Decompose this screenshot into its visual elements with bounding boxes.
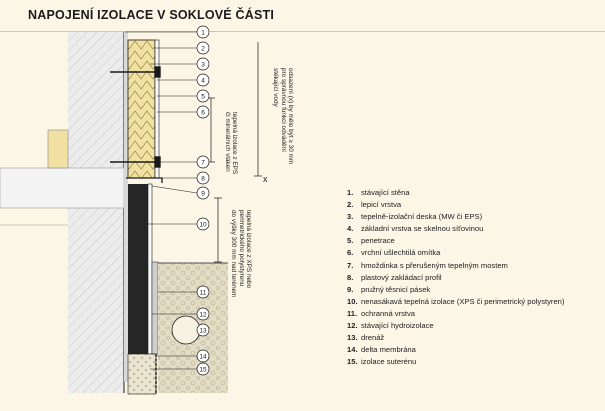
callout-circle [196,285,210,299]
legend-item: 2. lepicí vrstva [347,199,564,211]
legend-item: 3. tepelně-izolační deska (MW či EPS) [347,211,564,223]
callout-number: 2 [201,45,205,52]
callout-circle [196,362,210,376]
existing-wall [68,32,124,393]
legend-number: 14. [347,345,358,355]
callout-circle [196,57,210,71]
legend-item: 13.drenáž [347,332,564,344]
legend-number: 7. [347,260,354,270]
label-lower-insulation: tepelná izolace z XPS nebo perimetrickéh… [230,210,252,298]
callout-number: 7 [201,159,205,166]
legend-text: delta membrána [361,345,416,355]
title-divider [0,31,605,32]
diagram-title: NAPOJENÍ IZOLACE V SOKLOVÉ ČÁSTI [28,8,275,22]
legend-text: nenasákavá tepelná izolace (XPS či perim… [361,296,565,306]
legend-number: 12. [347,321,358,331]
callout-number: 13 [199,327,207,334]
callout-number: 6 [201,109,205,116]
legend-number: 2. [347,200,354,210]
callout-number: 10 [199,221,207,228]
callout-circle [196,307,210,321]
callout-circle [196,89,210,103]
window-sill [47,129,69,169]
callout-circle [196,323,210,337]
legend-text: tepelně-izolační deska (MW či EPS) [361,212,483,222]
legend-text: základní vrstva se skelnou síťovinou [361,224,484,234]
callout-circle [196,171,210,185]
callout-number: 15 [199,366,207,373]
adhesive-layer [124,32,128,382]
legend-item: 4. základní vrstva se skelnou síťovinou [347,223,564,235]
legend-item: 7. hmoždinka s přerušeným tepelným mostem [347,260,564,272]
protective-layer [151,261,159,355]
legend-text: stávající hydroizolace [361,321,434,331]
callout-number: 4 [201,77,205,84]
legend-text: stávající stěna [361,188,410,197]
callout-circle [196,105,210,119]
legend-number: 13. [347,333,358,343]
legend-item: 8. plastový zakládací profil [347,272,564,284]
basement-insulation [127,353,157,395]
legend-item: 6. vrchní ušlechtilá omítka [347,247,564,259]
legend-text: plastový zakládací profil [361,272,442,282]
callout-number: 8 [201,175,205,182]
legend-number: 10. [347,296,358,306]
drainage-pipe [171,315,201,345]
lower-xps-insulation [128,184,148,354]
callout-number: 1 [201,29,205,36]
legend-item: 11.ochranná vrstva [347,308,564,320]
legend-text: penetrace [361,236,395,246]
legend-number: 9. [347,284,354,294]
legend-number: 15. [347,357,358,367]
dim-overlap [254,42,262,177]
starter-profile [126,177,163,183]
legend-text: pružný těsnicí pásek [361,284,431,294]
dim-lower [214,197,222,263]
callout-circle [196,25,210,39]
upper-insulation [127,39,156,179]
callout-number: 5 [201,93,205,100]
floor-slab [0,167,125,209]
legend-item: 1. stávající stěna [347,187,564,199]
callout-number: 9 [201,190,205,197]
callout-circle [196,155,210,169]
legend-item: 15.izolace suterénu [347,356,564,368]
dim-upper [207,97,215,163]
legend-item: 5. penetrace [347,235,564,247]
callout-circle [196,217,210,231]
legend-number: 11. [347,308,358,318]
legend-number: 4. [347,224,354,234]
legend-text: izolace suterénu [361,357,417,367]
callout-circle [196,73,210,87]
lower-render [147,183,153,355]
legend-number: 5. [347,236,354,246]
legend-text: vrchní ušlechtilá omítka [361,248,441,258]
x-mark: x [263,174,268,184]
callout-leader [151,185,198,194]
callout-number: 12 [199,311,207,318]
callout-number: 3 [201,61,205,68]
legend-item: 14.delta membrána [347,344,564,356]
label-upper-insulation: tepelná izolace z EPS či minerálních vlá… [223,112,238,175]
callout-number: 11 [200,289,207,296]
legend-list: 1. stávající stěna 2. lepicí vrstva 3. tepeln… [347,187,564,368]
anchor-upper [110,66,161,78]
callout-circle [196,41,210,55]
legend-item: 9. pružný těsnicí pásek [347,284,564,296]
callout-circle [196,186,210,200]
callout-circle [196,349,210,363]
legend-text: drenáž [361,333,385,343]
legend-item: 12.stávající hydroizolace [347,320,564,332]
legend-number: 8. [347,272,354,282]
legend-number: 3. [347,212,354,222]
legend-number: 1. [347,188,354,197]
legend-item: 10.nenasákavá tepelná izolace (XPS či pe… [347,296,564,308]
legend-text: hmoždinka s přerušeným tepelným mostem [361,260,508,270]
legend-text: ochranná vrstva [361,308,416,318]
legend-number: 6. [347,248,354,258]
label-overlap: odsazení (x) by mělo být ≥ 30 mm pro spr… [272,68,294,165]
legend-text: lepicí vrstva [361,200,402,210]
callout-number: 14 [199,353,207,360]
